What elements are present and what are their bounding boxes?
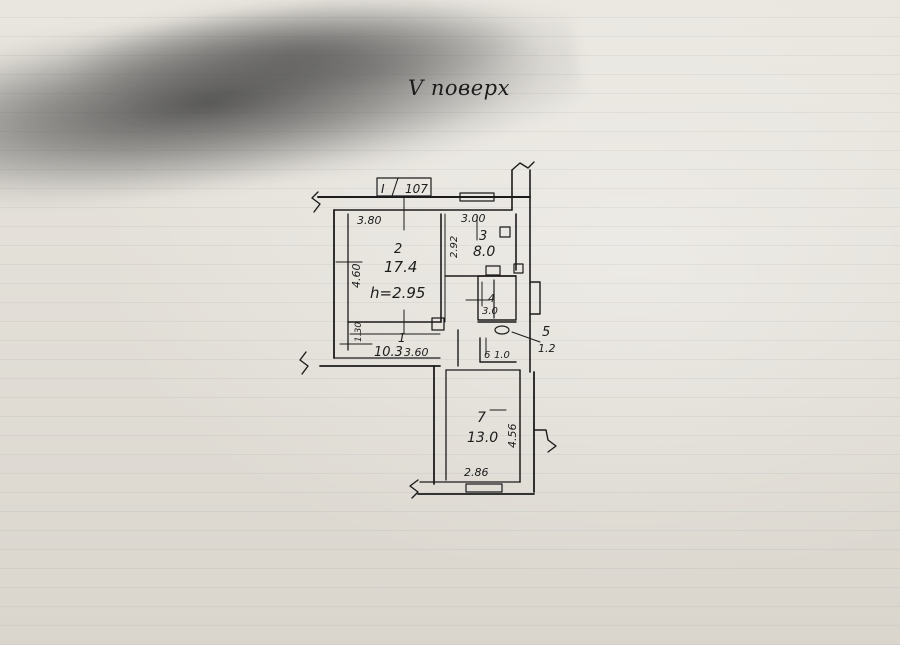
break-line-top-right bbox=[511, 161, 535, 171]
inventory-divider bbox=[391, 177, 399, 197]
inventory-label: I bbox=[381, 182, 385, 196]
dim-286: 2.86 bbox=[464, 466, 489, 479]
dim-456: 4.56 bbox=[506, 424, 519, 449]
room7-number: 7 bbox=[477, 410, 486, 426]
dim-300: 3.00 bbox=[461, 212, 486, 225]
break-line-mid-left bbox=[299, 351, 309, 375]
dim-360: 3.60 bbox=[404, 346, 429, 359]
room5-area: 1.2 bbox=[538, 342, 556, 355]
room6-number: 6 bbox=[484, 350, 490, 361]
room6-area: 1.0 bbox=[494, 350, 510, 361]
window-bottom bbox=[465, 483, 503, 493]
room5-number: 5 bbox=[542, 325, 550, 340]
break-line-right bbox=[533, 429, 557, 453]
window-top bbox=[459, 192, 495, 202]
room1-area: 10.3 bbox=[374, 345, 403, 360]
dim-292: 2.92 bbox=[449, 236, 460, 258]
floor-title: V поверх bbox=[408, 76, 510, 100]
room2-area: 17.4 bbox=[384, 258, 417, 276]
dim-460: 4.60 bbox=[350, 264, 363, 289]
room2-column bbox=[431, 317, 445, 331]
room3-number: 3 bbox=[479, 229, 487, 244]
stove-icon bbox=[499, 226, 511, 238]
room2-number: 2 bbox=[394, 242, 402, 257]
room3-area: 8.0 bbox=[473, 244, 495, 260]
room7-area: 13.0 bbox=[467, 430, 498, 446]
break-line-top-left bbox=[311, 191, 321, 213]
room4-area: 3.0 bbox=[482, 306, 498, 317]
room4-outline bbox=[477, 275, 517, 321]
dim-380: 3.80 bbox=[357, 214, 382, 227]
room1-number: 1 bbox=[398, 331, 406, 345]
vent-icon bbox=[513, 263, 524, 274]
balcony-bump bbox=[529, 281, 541, 315]
dim-130: 1.30 bbox=[354, 322, 364, 342]
room5-leader bbox=[511, 331, 541, 343]
break-line-bottom-left bbox=[409, 479, 419, 499]
bathtub-icon bbox=[485, 265, 501, 276]
toilet-icon bbox=[494, 325, 510, 335]
inventory-number: 107 bbox=[405, 182, 428, 196]
room2-height: h=2.95 bbox=[370, 284, 425, 302]
room4-number: 4 bbox=[488, 292, 495, 305]
